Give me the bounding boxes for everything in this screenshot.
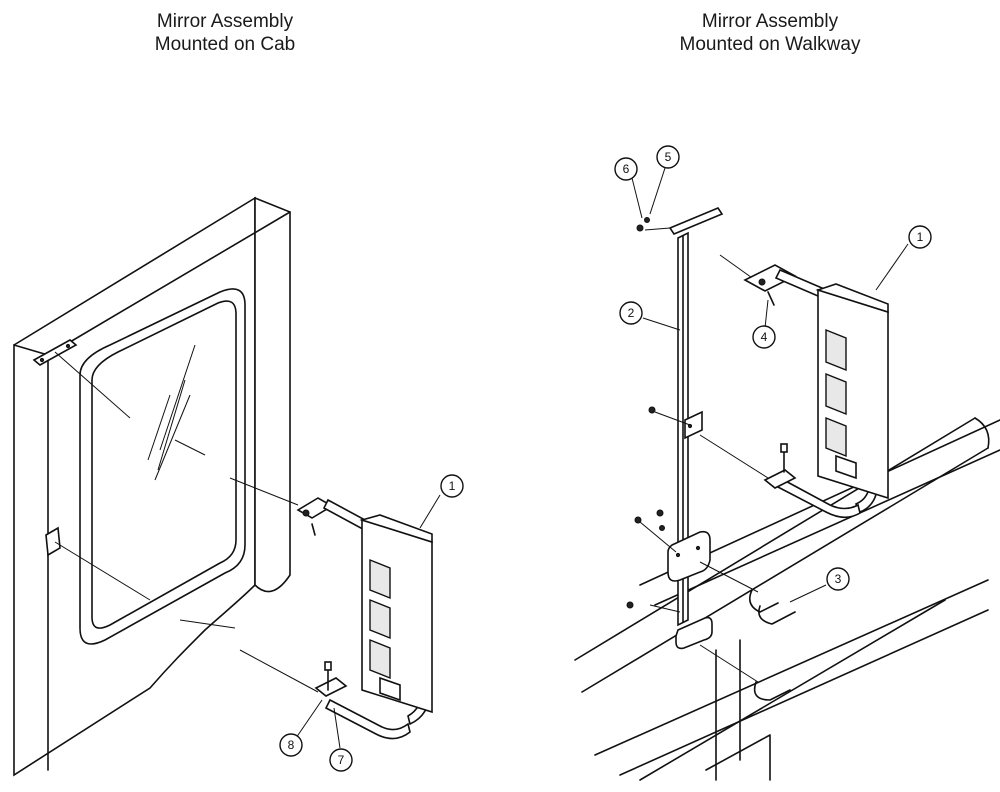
cab-view-title: Mirror Assembly Mounted on Cab <box>120 10 330 56</box>
callout-3: 3 <box>826 567 850 591</box>
callout-8: 8 <box>279 733 303 757</box>
callout-5: 5 <box>656 145 680 169</box>
walkway-title-line-1: Mirror Assembly <box>701 11 839 32</box>
callout-2: 2 <box>619 301 643 325</box>
cab-title-line-1: Mirror Assembly <box>156 11 294 32</box>
cab-title-line-2: Mounted on Cab <box>154 34 296 55</box>
u-bolts <box>749 589 796 701</box>
svg-text:1: 1 <box>917 230 924 244</box>
callout-6: 6 <box>614 157 638 181</box>
walkway-view-title: Mirror Assembly Mounted on Walkway <box>640 10 900 56</box>
callout-4: 4 <box>752 325 776 349</box>
svg-text:3: 3 <box>835 572 842 586</box>
svg-text:2: 2 <box>628 306 635 320</box>
callout-7: 7 <box>329 748 353 772</box>
walkway-title-line-2: Mounted on Walkway <box>679 34 861 55</box>
callout-1-cab: 1 <box>440 474 464 498</box>
svg-text:4: 4 <box>761 330 768 344</box>
svg-text:6: 6 <box>623 162 630 176</box>
walkway-clamp-plates <box>667 530 713 650</box>
cab-lower-bracket <box>45 526 61 557</box>
svg-text:5: 5 <box>665 150 672 164</box>
cab-wall-panel <box>13 196 291 777</box>
cab-window <box>79 288 246 645</box>
callout-1-walkway: 1 <box>908 225 932 249</box>
svg-text:7: 7 <box>338 753 345 767</box>
walkway-handrail <box>574 417 1000 781</box>
walkway-mirror-head <box>815 283 889 500</box>
svg-text:8: 8 <box>288 738 295 752</box>
svg-text:1: 1 <box>449 479 456 493</box>
cab-mirror-head <box>359 514 433 714</box>
walkway-fasteners <box>626 217 665 609</box>
